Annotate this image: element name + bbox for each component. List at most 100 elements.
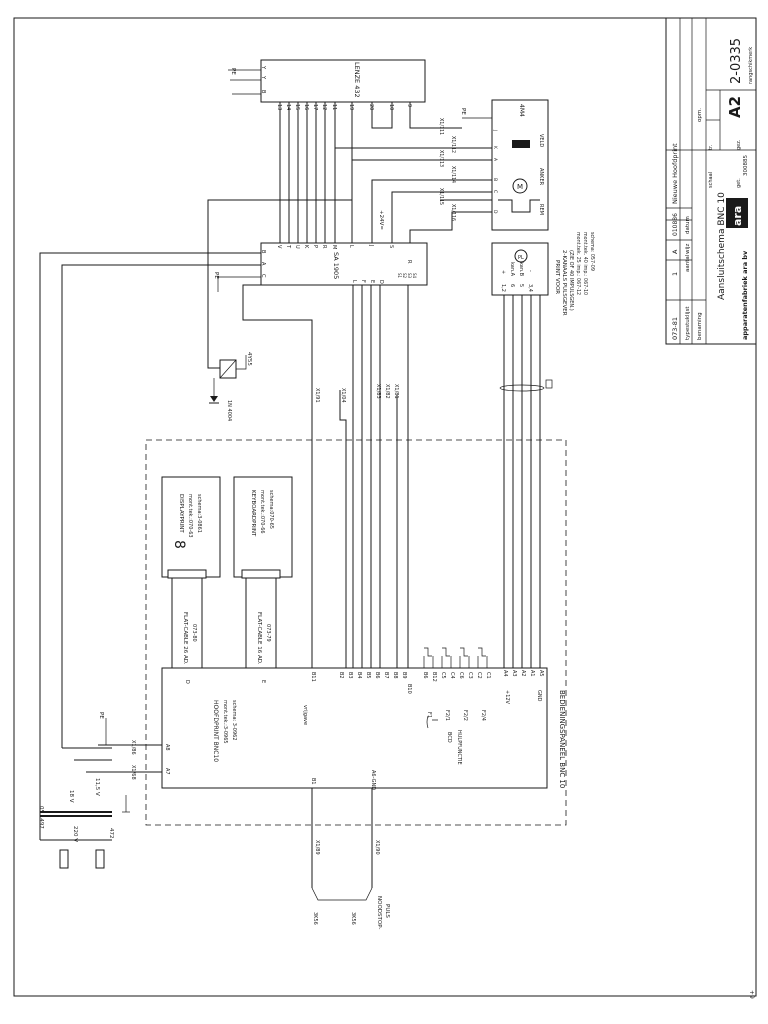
svg-text:073-80: 073-80 — [191, 624, 197, 642]
svg-text:B9: B9 — [401, 672, 407, 679]
svg-text:E: E — [369, 280, 375, 283]
svg-text:mont.tek. 25 imp.: 067-12: mont.tek. 25 imp.: 067-12 — [575, 232, 581, 295]
svg-text:PL: PL — [518, 255, 524, 261]
svg-text:M: M — [517, 183, 523, 191]
main-board: HOOFDPRINT BNC10 mont.tek.:3-0965 schema… — [161, 667, 548, 790]
svg-text:A1: A1 — [529, 670, 535, 677]
format-size: A2 — [726, 96, 744, 118]
motor-pe: PE — [460, 108, 466, 115]
svg-text:X1/90: X1/90 — [374, 840, 380, 855]
svg-text:1N 4004: 1N 4004 — [226, 400, 232, 421]
svg-text:S: S — [388, 245, 394, 248]
svg-text:PULS: PULS — [384, 904, 390, 918]
svg-text:11,5 V: 11,5 V — [94, 778, 100, 796]
motor-veld: VELD — [538, 134, 544, 147]
svg-text:10: 10 — [388, 104, 394, 110]
svg-text:12: 12 — [321, 104, 327, 110]
header-datum: datum — [685, 216, 691, 234]
svg-text:C2: C2 — [476, 672, 482, 679]
svg-text:20: 20 — [368, 104, 374, 110]
rangschikmerk-label: rangschikmerk — [748, 47, 754, 84]
svg-text:J: J — [368, 244, 374, 246]
svg-text:schema:3-0861: schema:3-0861 — [196, 494, 202, 533]
lenze-pe: PE — [230, 68, 236, 75]
lenze-432-block: LENZE 432 PE — [228, 59, 426, 103]
top-terminal-labels: X1/91 X1/04 X1/83 X1/82 X1/81 — [314, 384, 399, 403]
label-opm: opm. — [697, 108, 703, 122]
svg-text:X1/83: X1/83 — [375, 384, 381, 399]
sa-lower-wires — [311, 285, 409, 670]
svg-text:X1/89: X1/89 — [314, 840, 320, 855]
svg-text:A4: A4 — [502, 670, 508, 677]
svg-text:3K56: 3K56 — [350, 912, 356, 925]
svg-text:mont.tek.:070-63: mont.tek.:070-63 — [187, 494, 193, 538]
svg-text:P: P — [312, 245, 318, 248]
svg-text:A3: A3 — [511, 670, 517, 677]
svg-text:B2: B2 — [338, 672, 344, 679]
svg-text:B8: B8 — [392, 672, 398, 679]
display-print: DISPLAYPRINT mont.tek.:070-63 schema:3-0… — [161, 476, 221, 668]
svg-text:17: 17 — [312, 104, 318, 110]
svg-text:FLAT-CABLE 16 AD.: FLAT-CABLE 16 AD. — [256, 612, 262, 665]
drawing-title: Aansluitschema BNC 10 — [717, 192, 727, 300]
svg-text:B: B — [260, 250, 266, 254]
svg-text:220 V: 220 V — [72, 826, 78, 842]
header-aantal: aantal — [685, 254, 691, 272]
revision-desc: Nieuwe Hoofdprint — [671, 143, 679, 204]
svg-text:Y: Y — [260, 75, 266, 80]
svg-text:Y: Y — [260, 65, 266, 70]
svg-text:X1/81: X1/81 — [393, 384, 399, 399]
svg-text:18 V: 18 V — [68, 790, 74, 803]
svg-text:HULPFUNCTIE: HULPFUNCTIE — [456, 730, 462, 765]
sa-pe: PE — [213, 272, 219, 279]
svg-text:B4: B4 — [356, 672, 362, 679]
svg-text:KEYBOARDPRINT: KEYBOARDPRINT — [250, 490, 256, 537]
svg-text:X1/115: X1/115 — [438, 188, 444, 205]
control-panel-outline — [145, 439, 567, 826]
svg-text:C: C — [492, 190, 498, 193]
svg-text:R: R — [321, 245, 327, 249]
svg-text:5: 5 — [518, 284, 524, 287]
diode-1n4004: 1N 4004 — [209, 378, 232, 421]
svg-text:A8: A8 — [164, 744, 170, 751]
svg-text:A6-GND: A6-GND — [370, 770, 376, 790]
svg-text:kan.B: kan.B — [518, 262, 524, 277]
svg-text:C4: C4 — [449, 672, 455, 679]
motor-anker: ANKER — [538, 168, 544, 186]
svg-text:L: L — [348, 245, 354, 248]
svg-text:HOOFDPRINT BNC10: HOOFDPRINT BNC10 — [212, 700, 219, 762]
svg-text:B6: B6 — [422, 672, 428, 679]
svg-text:D: D — [378, 280, 384, 284]
svg-text:A: A — [492, 158, 498, 162]
svg-text:S3: S3 — [407, 273, 412, 279]
svg-text:(ZIE OF 40 IMPULSGEN.): (ZIE OF 40 IMPULSGEN.) — [568, 250, 574, 311]
svg-text:X1/68: X1/68 — [130, 765, 136, 780]
svg-text:D: D — [184, 680, 190, 684]
svg-text:B10: B10 — [406, 684, 412, 694]
title-block: 073-81 1 A 010886 Nieuwe Hoofdprint type… — [665, 17, 757, 345]
svg-text:B6: B6 — [374, 672, 380, 679]
svg-text:X1/116: X1/116 — [450, 204, 456, 221]
svg-text:F2/1: F2/1 — [444, 710, 450, 721]
label-tr: tr. — [708, 144, 714, 150]
sa-motor-wires — [334, 117, 498, 243]
revision-date: 010886 — [672, 213, 679, 236]
svg-text:8: 8 — [171, 540, 187, 549]
svg-text:3,4: 3,4 — [527, 284, 533, 292]
emergency-stop: X1/89 X1/90 NOODSTOP- PULS 3K56 3K56 — [311, 788, 390, 929]
header-wijz: wijz — [685, 243, 691, 254]
lenze-title: LENZE 432 — [353, 62, 361, 98]
revision-code: 073-81 — [671, 317, 679, 340]
svg-text:B7: B7 — [383, 672, 389, 679]
svg-text:X1/04: X1/04 — [340, 388, 346, 403]
svg-text:kan.A: kan.A — [509, 262, 515, 277]
svg-text:M: M — [331, 245, 337, 249]
svg-text:4Y55: 4Y55 — [246, 352, 252, 366]
keyboard-print: KEYBOARDPRINT mont.tek.:070-66 schema:07… — [233, 476, 293, 668]
svg-text:X1/114: X1/114 — [450, 166, 456, 183]
svg-text:B12: B12 — [431, 672, 437, 682]
svg-text:X1/112: X1/112 — [450, 136, 456, 153]
svg-text:K: K — [303, 245, 309, 249]
encoder-block: PL 1,2 6 5 3,4 + kan.A kan.B - — [491, 242, 549, 296]
